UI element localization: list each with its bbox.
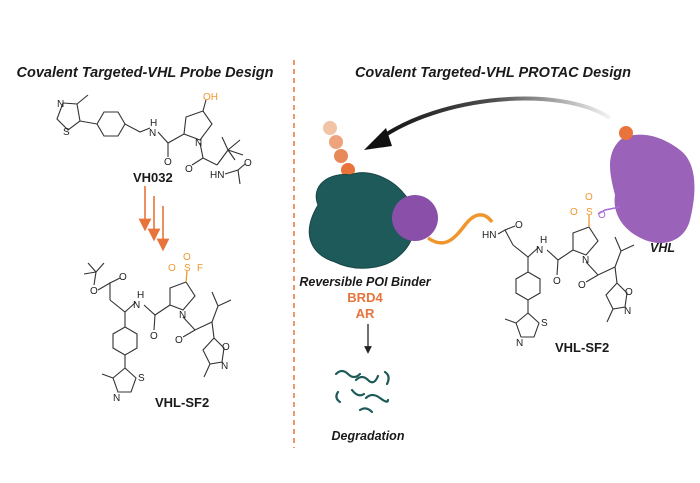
left-panel-title: Covalent Targeted-VHL Probe Design xyxy=(16,65,273,81)
atom-label: O xyxy=(164,157,172,168)
atom-label: O xyxy=(150,331,158,342)
atom-label: N xyxy=(536,245,543,256)
recruitment-arrow xyxy=(376,96,612,142)
atom-label: S xyxy=(63,127,70,138)
atom-label-sulfonyl: O xyxy=(570,207,578,218)
atom-label: O xyxy=(90,286,98,297)
protac-ligand-icon xyxy=(392,195,438,241)
atom-label: O xyxy=(625,287,633,298)
atom-label: HN xyxy=(482,230,496,241)
atom-label: N xyxy=(195,138,202,149)
vhl-ubiquitin-site-icon xyxy=(619,126,633,140)
vhl-protein-icon xyxy=(610,134,695,244)
atom-label: HN xyxy=(210,170,224,181)
atom-label-sulfonyl: O xyxy=(168,263,176,274)
atom-label: N xyxy=(516,338,523,349)
atom-label: N xyxy=(582,255,589,266)
multistep-reaction-arrows xyxy=(138,186,170,252)
atom-label: N xyxy=(624,306,631,317)
atom-label: S xyxy=(138,373,145,384)
atom-label: O xyxy=(578,280,586,291)
atom-label: O xyxy=(515,220,523,231)
vhl-sf2-right-structure: HN O H N O N O O S O O O N S N xyxy=(482,192,633,349)
protac-linker xyxy=(426,213,494,245)
degradation-label: Degradation xyxy=(332,429,405,443)
atom-label-sulfonyl: S xyxy=(184,263,191,274)
atom-label: H xyxy=(137,290,144,301)
atom-label: O xyxy=(244,158,252,169)
atom-label: O xyxy=(175,335,183,346)
atom-label-hydroxyl: OH xyxy=(203,92,218,103)
atom-label: O xyxy=(553,276,561,287)
atom-label: S xyxy=(541,318,548,329)
atom-label: N xyxy=(57,99,64,110)
atom-label: N xyxy=(133,300,140,311)
atom-label-serine-oxygen: O xyxy=(598,210,606,221)
atom-label: N xyxy=(113,393,120,404)
atom-label: N xyxy=(179,310,186,321)
vhl-sf2-right-label: VHL-SF2 xyxy=(555,340,609,355)
atom-label-fluorine: F xyxy=(197,263,203,274)
vhl-label: VHL xyxy=(650,241,675,255)
ubiquitin-chain-icon xyxy=(323,121,355,177)
vh032-structure: N S H N O N OH O HN O xyxy=(56,92,252,185)
degraded-fragments-icon xyxy=(334,369,390,414)
atom-label-sulfonyl: O xyxy=(183,252,191,263)
atom-label: N xyxy=(221,361,228,372)
atom-label: N xyxy=(149,128,156,139)
vhl-sf2-left-label: VHL-SF2 xyxy=(155,395,209,410)
atom-label-sulfonyl: O xyxy=(585,192,593,203)
vhl-sf2-core xyxy=(101,281,232,393)
atom-label: O xyxy=(119,272,127,283)
poi-binder-label: Reversible POI Binder xyxy=(299,275,431,289)
target-ar: AR xyxy=(356,306,375,321)
atom-label: O xyxy=(222,342,230,353)
recruitment-arrowhead-icon xyxy=(364,128,392,150)
atom-label: H xyxy=(150,118,157,129)
atom-label-sulfonyl: S xyxy=(586,207,593,218)
atom-label: O xyxy=(185,164,193,175)
target-brd4: BRD4 xyxy=(347,290,383,305)
vhl-sf2-left-structure: O O H N O N O S O F O O N S N xyxy=(83,252,230,404)
atom-label: H xyxy=(540,235,547,246)
right-panel-title: Covalent Targeted-VHL PROTAC Design xyxy=(355,65,631,81)
vh032-label: VH032 xyxy=(133,170,173,185)
